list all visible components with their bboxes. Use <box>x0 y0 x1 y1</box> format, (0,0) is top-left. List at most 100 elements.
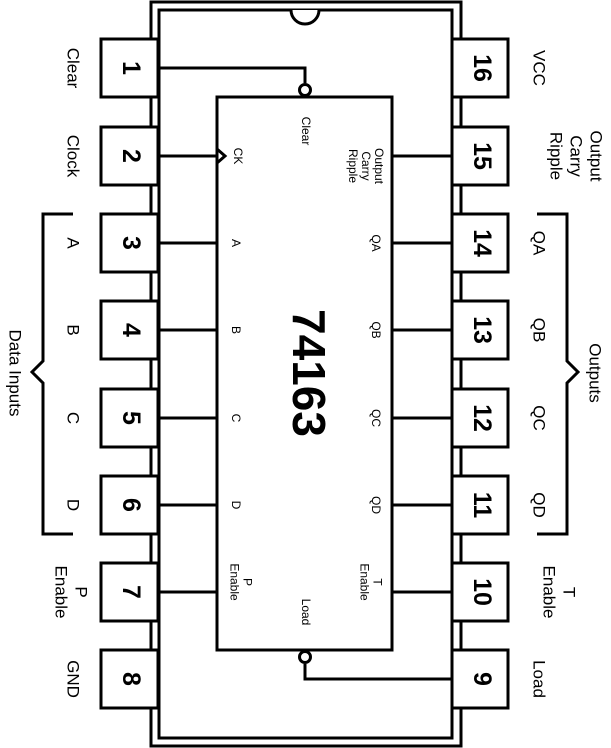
pin-1-external-label-line: Clear <box>64 48 83 89</box>
pin-8-number: 8 <box>117 672 145 686</box>
pin-9-external-label-line: Load <box>530 660 549 698</box>
pin-12-box <box>450 387 510 449</box>
pin-2-number: 2 <box>117 149 145 163</box>
pin-6-number: 6 <box>117 498 145 512</box>
pin-3-external-label-line: A <box>64 237 83 249</box>
chip-ripple-carry-output-label-line: Output <box>372 148 386 185</box>
chip-clock-label-line: CK <box>231 148 245 165</box>
pin-7-external-label-line: P <box>72 586 91 597</box>
pin-16-number: 16 <box>468 54 496 82</box>
chip-output-qd-label-line: QD <box>369 496 383 514</box>
load-inversion-bubble-icon <box>298 650 312 664</box>
chip-output-qa-label: QA <box>369 234 383 251</box>
clock-edge-icon <box>216 147 228 165</box>
chip-ripple-carry-output-label-line: Ripple <box>346 149 360 183</box>
pin-3-box <box>99 212 160 274</box>
chip-ripple-carry-output-label-line: Carry <box>359 151 373 180</box>
pin-10-number: 10 <box>468 578 496 606</box>
pin-16-external-label-line: VCC <box>530 50 549 86</box>
outputs-bracket <box>537 212 581 536</box>
pin-15-number: 15 <box>468 142 496 170</box>
pin-12-external-label-line: QC <box>530 405 549 431</box>
pin-6-external-label-line: D <box>64 499 83 511</box>
pin-5-external-label: C <box>64 412 83 424</box>
pin-2-box <box>99 125 160 187</box>
pin-5-number: 5 <box>117 411 145 425</box>
chip-data-b-label-line: B <box>229 326 243 334</box>
load-wire <box>303 664 452 681</box>
chip-clock-label: CK <box>231 148 245 165</box>
pin-7-external-label-line: Enable <box>52 566 71 619</box>
chip-data-c-label: C <box>229 414 243 423</box>
pin-4-external-label-line: B <box>64 324 83 335</box>
chip-load-label-line: Load <box>299 599 313 626</box>
pin-10-external-label-line: Enable <box>540 566 559 619</box>
pin-9-number: 9 <box>468 672 496 686</box>
chip-data-d-label: D <box>229 501 243 510</box>
pin-14-external-label: QA <box>530 231 549 256</box>
pin-10-external-label-line: T <box>560 587 579 597</box>
pin-6-box <box>99 474 160 536</box>
pin-15-external-label-line: Ripple <box>547 132 566 180</box>
package-notch-icon <box>289 9 321 26</box>
chip-clear-label: Clear <box>299 117 313 146</box>
chip-data-a-label: A <box>229 239 243 247</box>
data-inputs-bracket <box>29 212 73 536</box>
pin-15-external-label-line: Carry <box>567 135 586 177</box>
pin-13-number: 13 <box>468 316 496 344</box>
pin-14-box <box>450 212 510 274</box>
chip-load-label: Load <box>299 599 313 626</box>
package-outline <box>149 0 463 748</box>
chip-data-d-label-line: D <box>229 501 243 510</box>
chip-data-b-label: B <box>229 326 243 334</box>
pin-7-number: 7 <box>117 585 145 599</box>
outputs-label: Outputs <box>586 343 605 403</box>
pin-9-external-label: Load <box>530 660 549 698</box>
pin-15-external-label-line: Output <box>587 130 606 181</box>
pin-3-external-label: A <box>64 237 83 249</box>
chip-enable-t-label-line: T <box>370 578 384 586</box>
chip-output-qb-label-line: QB <box>369 321 383 338</box>
pin-13-external-label-line: QB <box>530 318 549 343</box>
pin-12-external-label: QC <box>530 405 549 431</box>
chip-clear-label-line: Clear <box>299 117 313 146</box>
package-outer-border <box>149 0 463 748</box>
pin-8-external-label: GND <box>64 660 83 698</box>
pin-8-external-label-line: GND <box>64 660 83 698</box>
pin-11-number: 11 <box>468 492 496 519</box>
chip-output-qd-label: QD <box>369 496 383 514</box>
chip-output-qc-label-line: QC <box>369 409 383 427</box>
chip-logic-block <box>215 95 394 652</box>
chip-enable-p-label-line: P <box>240 578 254 586</box>
pin-16-external-label: VCC <box>530 50 549 86</box>
pin-11-external-label: QD <box>530 492 549 518</box>
pin-7-box <box>99 561 160 623</box>
pin-12-number: 12 <box>468 404 496 432</box>
pin-1-external-label: Clear <box>64 48 83 89</box>
data-inputs-label: Data Inputs <box>6 330 25 417</box>
chip-enable-t-label-line: Enable <box>357 563 371 601</box>
pin-13-external-label: QB <box>530 318 549 343</box>
pin-2-external-label-line: Clock <box>64 135 83 178</box>
pin-11-external-label-line: QD <box>530 492 549 518</box>
pin-4-external-label: B <box>64 324 83 335</box>
pin-14-number: 14 <box>468 229 496 257</box>
chip-output-qc-label: QC <box>369 409 383 427</box>
clear-wire <box>159 66 307 83</box>
pin-13-box <box>450 299 510 361</box>
pin-5-external-label-line: C <box>64 412 83 424</box>
pin-5-box <box>99 387 160 449</box>
wires <box>159 66 452 681</box>
pin-11-box <box>450 474 510 536</box>
pin-1-number: 1 <box>117 61 145 75</box>
chip-data-c-label-line: C <box>229 414 243 423</box>
clear-inversion-bubble-icon <box>298 83 312 97</box>
chip-data-a-label-line: A <box>229 239 243 247</box>
pin-16-box <box>450 37 510 99</box>
